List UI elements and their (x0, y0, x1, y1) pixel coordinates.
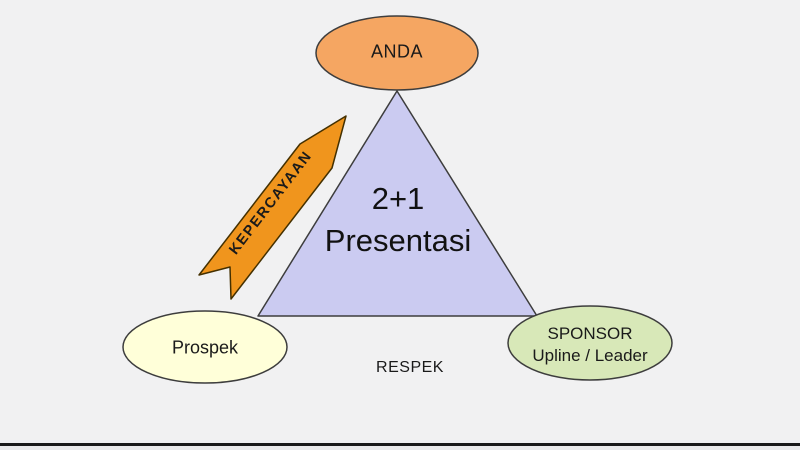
slide-bottom-edge-line (0, 443, 800, 446)
slide-bottom-strip (0, 446, 800, 450)
sponsor-ellipse (507, 305, 673, 381)
anda-ellipse (315, 15, 479, 91)
triangle-label-line2: Presentasi (324, 223, 472, 258)
triangle-shape (257, 90, 538, 317)
triangle-label-line1: 2+1 (371, 181, 425, 216)
sponsor-label-line2: Upline / Leader (532, 346, 648, 365)
prospek-label: Prospek (171, 337, 239, 358)
anda-label: ANDA (370, 41, 424, 62)
sponsor-label-line1: SPONSOR (547, 324, 633, 343)
kepercayaan-arrow-shape (198, 115, 347, 300)
respek-label: RESPEK (376, 359, 444, 376)
sponsor-label: SPONSOR Upline / Leader (532, 323, 647, 367)
prospek-ellipse (122, 310, 288, 384)
triangle-label: 2+1 Presentasi (325, 178, 471, 262)
